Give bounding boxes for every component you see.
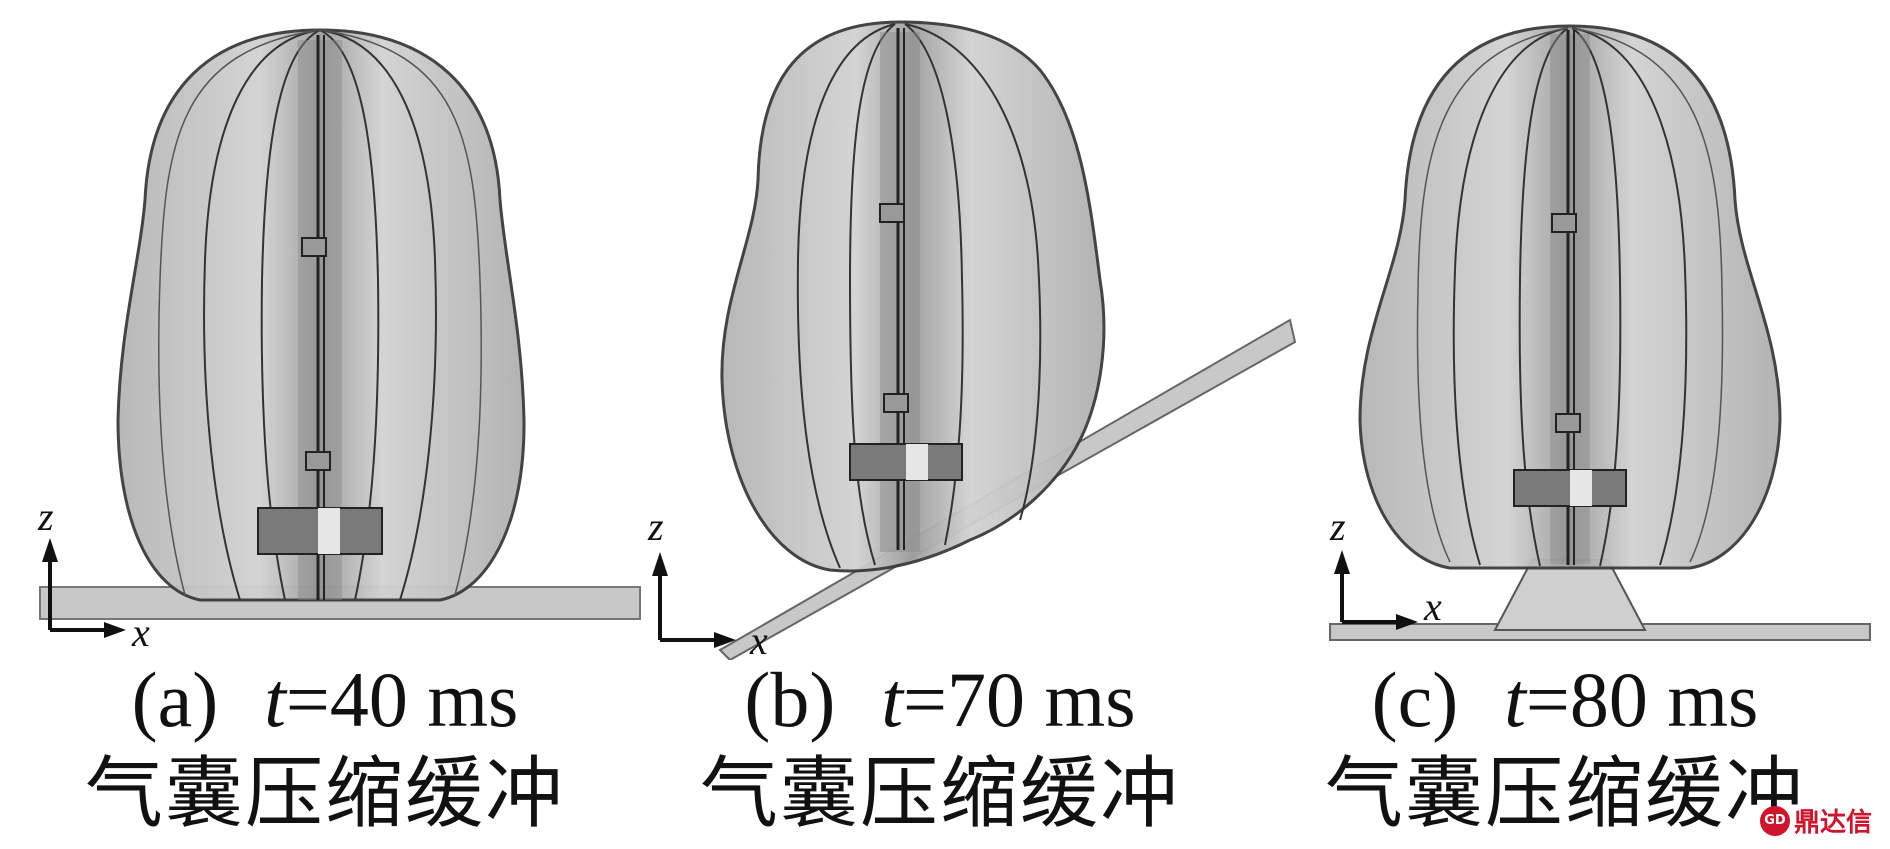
watermark-text: 鼎达信 — [1793, 808, 1872, 838]
caption-time-c: (c)t=80 ms — [1371, 656, 1759, 743]
support-pedestal — [1493, 559, 1647, 631]
watermark-logo: GD 鼎达信 — [1759, 802, 1872, 839]
airbag-body — [720, 20, 1106, 573]
axis-label-x: x — [749, 618, 768, 660]
caption-time-a: (a)t=40 ms — [131, 656, 519, 743]
airbag-figure-a: z x — [37, 28, 641, 655]
caption-time-b: (b)t=70 ms — [744, 656, 1136, 743]
axis-label-z: z — [1329, 504, 1346, 549]
panel-c: z x (c)t=80 ms 气囊压缩缓冲 — [1300, 0, 1890, 849]
coordinate-axes: z x — [1329, 504, 1442, 630]
caption-desc-c: 气囊压缩缓冲 — [1324, 749, 1805, 839]
axis-label-x: x — [1423, 584, 1442, 629]
airbag-body — [1358, 24, 1782, 570]
panel-b: z x (b)t=70 ms 气囊压缩缓冲 — [640, 0, 1297, 849]
watermark-icon: GD — [1759, 805, 1790, 836]
airbag-body — [116, 28, 526, 602]
airbag-figure-c: z x — [1329, 24, 1871, 641]
coordinate-axes: z x — [37, 494, 150, 655]
caption-desc-a: 气囊压缩缓冲 — [84, 749, 565, 839]
panel-a: z x (a)t=40 ms 气囊压缩缓冲 — [0, 0, 650, 849]
axis-label-z: z — [647, 504, 664, 549]
coordinate-axes: z x — [647, 504, 768, 660]
axis-label-z: z — [37, 494, 54, 539]
caption-desc-b: 气囊压缩缓冲 — [699, 749, 1180, 839]
axis-label-x: x — [131, 610, 150, 655]
airbag-figure-b: z x — [647, 20, 1297, 660]
